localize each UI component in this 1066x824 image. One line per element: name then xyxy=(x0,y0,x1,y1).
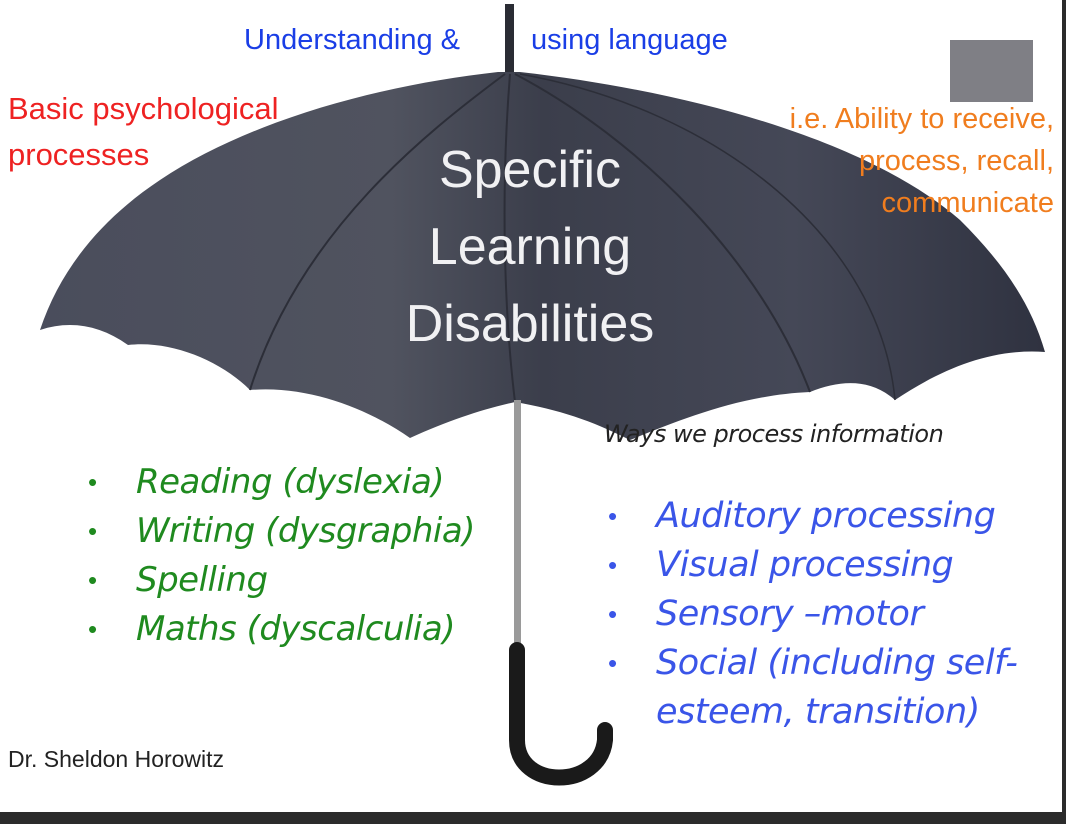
list-item: •Auditory processing xyxy=(608,496,996,536)
understanding-label: Understanding & xyxy=(244,24,461,56)
processing-areas-list: •Auditory processing •Visual processing … xyxy=(608,492,1018,737)
author-credit: Dr. Sheldon Horowitz xyxy=(8,746,225,772)
grey-placeholder-box xyxy=(950,40,1033,102)
umbrella-handle xyxy=(509,642,613,786)
canopy-seam-left xyxy=(249,73,506,391)
ways-note: Ways we process information xyxy=(604,420,944,448)
language-label: using language xyxy=(531,24,728,56)
canopy-seam-far-right xyxy=(519,73,896,401)
umbrella-title: Specific Learning Disabilities xyxy=(405,141,655,353)
list-item: •Maths (dyscalculia) xyxy=(88,609,455,649)
ability-label: i.e. Ability to receive, process, recall… xyxy=(789,103,1054,219)
basic-processes-label: Basic psychological processes xyxy=(8,91,279,172)
list-item-continuation: esteem, transition) xyxy=(656,692,980,732)
umbrella-tip xyxy=(505,4,514,74)
umbrella-shaft xyxy=(514,400,521,650)
canopy-seam-right xyxy=(514,73,811,393)
list-item: •Social (including self- xyxy=(608,643,1018,683)
canopy-seam-center xyxy=(503,73,516,403)
list-item: •Visual processing xyxy=(608,545,954,585)
list-item: •Reading (dyslexia) xyxy=(88,462,445,502)
list-item: •Writing (dysgraphia) xyxy=(88,511,475,551)
list-item: •Sensory –motor xyxy=(608,594,924,634)
umbrella-canopy xyxy=(40,72,1045,440)
list-item: •Spelling xyxy=(88,560,268,600)
academic-areas-list: •Reading (dyslexia) •Writing (dysgraphia… xyxy=(88,458,475,654)
